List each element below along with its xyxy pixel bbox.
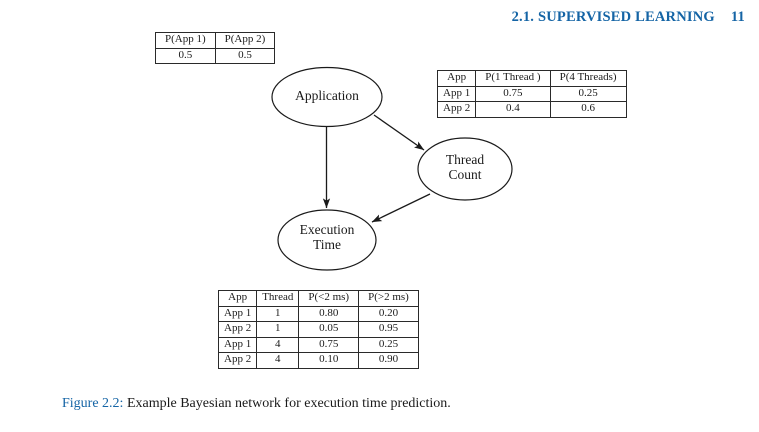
table-thread-count-cpt: App P(1 Thread ) P(4 Threads) App 1 0.75… xyxy=(436,70,627,118)
edge-application-to-thread-count xyxy=(373,114,425,151)
node-thread-count xyxy=(417,137,513,201)
table-cell: 1 xyxy=(256,321,300,338)
figure-caption-text: Example Bayesian network for execution t… xyxy=(126,396,451,411)
table-cell: 0.10 xyxy=(298,352,360,369)
table-app-prior: P(App 1) P(App 2) 0.5 0.5 xyxy=(155,32,276,65)
table-cell: 0.75 xyxy=(298,336,360,354)
table-exec-cpt-header-cell: App xyxy=(217,290,258,307)
header-section-title: 2.1. SUPERVISED LEARNING xyxy=(511,9,715,25)
table-cell: 0.25 xyxy=(358,336,419,354)
node-execution-time xyxy=(277,209,377,271)
table-cell: 4 xyxy=(256,336,300,354)
table-cell: 0.75 xyxy=(475,85,551,103)
table-cell: 0.05 xyxy=(298,321,360,338)
table-header-row: P(App 1) P(App 2) xyxy=(155,32,276,49)
node-application xyxy=(271,66,383,128)
table-row: App 2 0.4 0.6 xyxy=(436,101,627,118)
table-row: App 1 0.75 0.25 xyxy=(436,85,627,103)
table-cell: 0.25 xyxy=(549,85,627,103)
table-header-row: App P(1 Thread ) P(4 Threads) xyxy=(436,70,627,87)
table-cell: 0.95 xyxy=(358,321,419,338)
table-cell: App 1 xyxy=(217,305,258,323)
table-exec-cpt-header-cell: P(>2 ms) xyxy=(358,290,419,307)
table-app-prior-header-cell: P(App 2) xyxy=(214,32,276,49)
table-cell: 0.20 xyxy=(358,305,419,323)
table-row: App 1 1 0.80 0.20 xyxy=(217,305,419,323)
table-cell: 0.5 xyxy=(155,47,216,65)
figure-caption-label: Figure 2.2: xyxy=(62,396,124,411)
table-header-row: App Thread P(<2 ms) P(>2 ms) xyxy=(217,290,419,307)
table-cell: 0.5 xyxy=(214,47,276,65)
table-cell: App 2 xyxy=(217,321,258,338)
table-cell: 0.6 xyxy=(549,101,627,118)
table-cell: 4 xyxy=(256,352,300,369)
table-cell: 0.90 xyxy=(358,352,419,369)
table-row: App 2 4 0.10 0.90 xyxy=(217,352,419,369)
table-cell: App 2 xyxy=(436,101,477,118)
page-running-header: 2.1. SUPERVISED LEARNING 11 xyxy=(512,9,745,26)
table-cell: 1 xyxy=(256,305,300,323)
table-cell: App 1 xyxy=(436,85,477,103)
table-cell: 0.80 xyxy=(298,305,360,323)
table-cell: App 2 xyxy=(217,352,258,369)
table-app-prior-header-cell: P(App 1) xyxy=(155,32,216,49)
table-row: 0.5 0.5 xyxy=(155,47,276,65)
table-thread-cpt-header-cell: P(1 Thread ) xyxy=(475,70,551,87)
figure-caption: Figure 2.2: Example Bayesian network for… xyxy=(62,396,451,413)
table-thread-cpt-header-cell: P(4 Threads) xyxy=(549,70,627,87)
table-row: App 2 1 0.05 0.95 xyxy=(217,321,419,338)
table-execution-time-cpt: App Thread P(<2 ms) P(>2 ms) App 1 1 0.8… xyxy=(217,290,419,369)
table-thread-cpt-header-cell: App xyxy=(436,70,477,87)
edge-thread-count-to-execution-time xyxy=(371,193,431,223)
table-exec-cpt-header-cell: P(<2 ms) xyxy=(298,290,360,307)
table-cell: 0.4 xyxy=(475,101,551,118)
table-cell: App 1 xyxy=(217,336,258,354)
table-exec-cpt-header-cell: Thread xyxy=(256,290,300,307)
table-row: App 1 4 0.75 0.25 xyxy=(217,336,419,354)
header-page-number: 11 xyxy=(730,9,745,25)
